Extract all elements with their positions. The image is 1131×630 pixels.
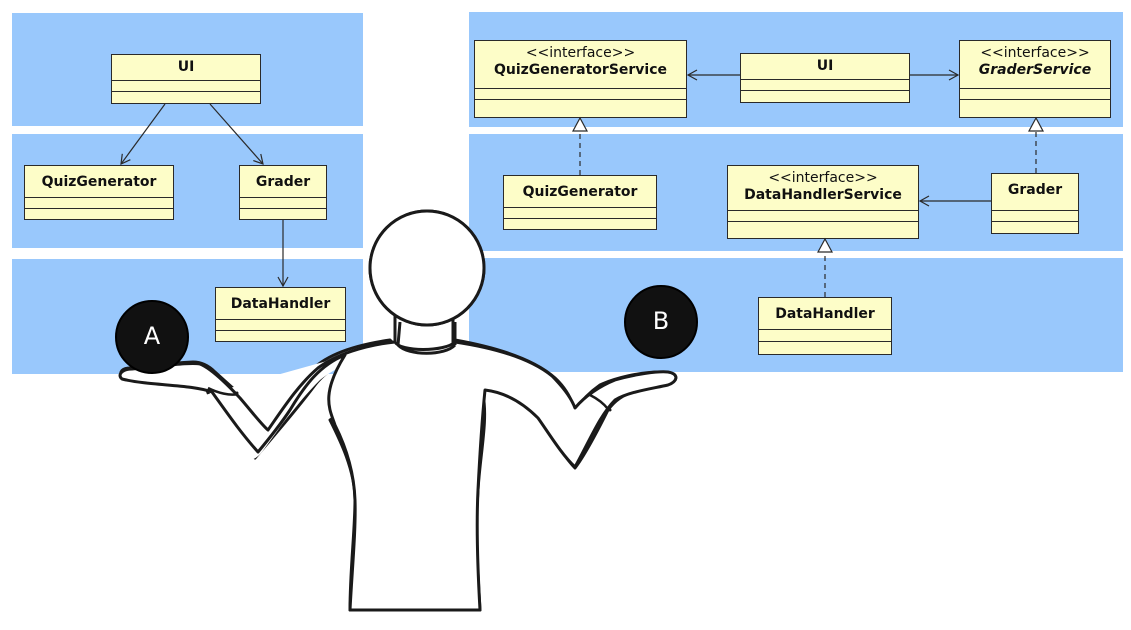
class-grader-b: Grader xyxy=(991,173,1079,234)
assoc-ui-grader-a xyxy=(209,103,264,165)
option-b-ball xyxy=(624,285,698,359)
class-ui-b: UI xyxy=(740,53,910,103)
class-quizgenerator-b-name: QuizGenerator xyxy=(522,184,638,200)
class-quizgenerator-a: QuizGenerator xyxy=(24,165,174,220)
class-quizgenerator-b: QuizGenerator xyxy=(503,175,657,230)
stereotype-datahandlerservice: <<interface>> xyxy=(768,170,878,186)
class-grader-a-name: Grader xyxy=(255,174,311,190)
class-ui-a-name: UI xyxy=(177,59,195,75)
class-datahandlerservice-b-name: DataHandlerService xyxy=(744,187,902,203)
stereotype-quizgeneratorservice: <<interface>> xyxy=(525,45,636,61)
option-a-ball xyxy=(115,300,189,374)
class-quizgeneratorservice-b-name: QuizGeneratorService xyxy=(493,62,668,78)
class-graderservice-b-head: <<interface>> GraderService xyxy=(960,41,1110,79)
class-datahandler-b-name: DataHandler xyxy=(775,306,875,322)
option-b-label: B xyxy=(652,307,670,335)
class-ui-b-name: UI xyxy=(816,58,834,74)
class-quizgeneratorservice-b: <<interface>> QuizGeneratorService xyxy=(474,40,687,118)
class-datahandler-a: DataHandler xyxy=(215,287,346,342)
stereotype-graderservice: <<interface>> xyxy=(980,45,1090,61)
class-datahandler-a-name: DataHandler xyxy=(230,296,331,312)
person-torso xyxy=(118,340,678,612)
class-graderservice-b-name: GraderService xyxy=(978,62,1092,78)
class-ui-a: UI xyxy=(111,54,261,104)
class-datahandlerservice-b-head: <<interface>> DataHandlerService xyxy=(728,166,918,204)
class-datahandlerservice-b: <<interface>> DataHandlerService xyxy=(727,165,919,239)
class-quizgeneratorservice-b-head: <<interface>> QuizGeneratorService xyxy=(475,41,686,79)
class-grader-b-name: Grader xyxy=(1007,182,1063,198)
class-grader-a: Grader xyxy=(239,165,327,220)
class-quizgenerator-a-name: QuizGenerator xyxy=(41,174,157,190)
class-graderservice-b: <<interface>> GraderService xyxy=(959,40,1111,118)
class-datahandler-b: DataHandler xyxy=(758,297,892,355)
option-a-label: A xyxy=(143,322,161,350)
assoc-ui-quizgenerator-a xyxy=(120,103,166,165)
